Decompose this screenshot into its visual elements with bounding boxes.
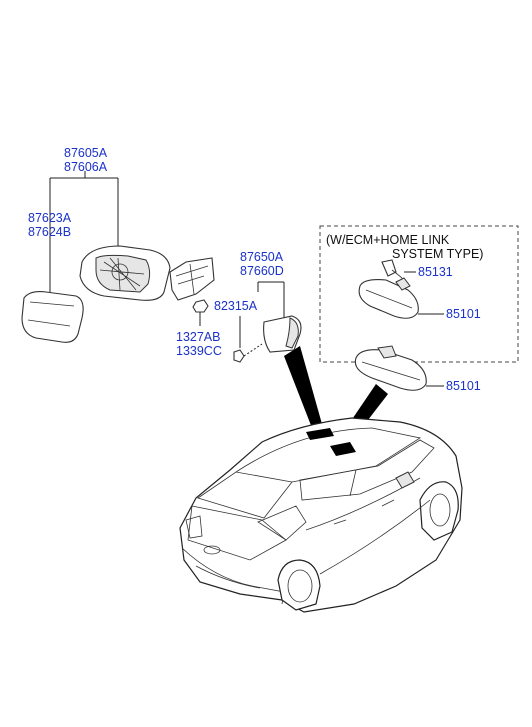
sedan-car-rear-view-icon[interactable] (179, 417, 463, 613)
label-87624B[interactable]: 87624B (28, 225, 71, 239)
label-85101[interactable]: 85101 (446, 379, 481, 393)
mirror-cover-group: 87650A 87660D 82315A (214, 250, 302, 363)
label-1327AB[interactable]: 1327AB (176, 330, 220, 344)
inside-rearview-mirror-icon[interactable] (354, 345, 427, 391)
label-82315A[interactable]: 82315A (214, 299, 258, 313)
clip-dash-line (243, 343, 263, 357)
label-87605A[interactable]: 87605A (64, 146, 108, 160)
door-mirror-assembly-icon[interactable] (79, 245, 215, 313)
mirror-cover-icon[interactable] (263, 315, 302, 353)
door-mirror-group: 87605A 87606A 87623A 87624B 1327AB 1339C… (21, 146, 222, 358)
label-1339CC[interactable]: 1339CC (176, 344, 222, 358)
pointer-arrow-cover (284, 346, 322, 428)
inside-mirror-group: 85101 (354, 345, 481, 393)
inside-mirror-ecm-icon[interactable] (358, 277, 419, 319)
mirror-glass-icon[interactable] (21, 291, 84, 343)
bracket-line-mirror-assy (49, 171, 119, 292)
option-box-border (319, 225, 519, 363)
label-87623A[interactable]: 87623A (28, 211, 72, 225)
label-85101-ecm[interactable]: 85101 (446, 307, 481, 321)
bracket-line-cover (257, 281, 285, 318)
clip-icon[interactable] (233, 349, 245, 363)
label-85131[interactable]: 85131 (418, 265, 453, 279)
option-box: (W/ECM+HOME LINK SYSTEM TYPE) 85131 8510… (319, 225, 519, 363)
harness-connector-icon[interactable] (381, 259, 405, 281)
option-title-line1: (W/ECM+HOME LINK (326, 233, 450, 247)
label-87650A[interactable]: 87650A (240, 250, 284, 264)
label-87660D[interactable]: 87660D (240, 264, 284, 278)
option-title-line2: SYSTEM TYPE) (392, 247, 483, 261)
label-87606A[interactable]: 87606A (64, 160, 108, 174)
